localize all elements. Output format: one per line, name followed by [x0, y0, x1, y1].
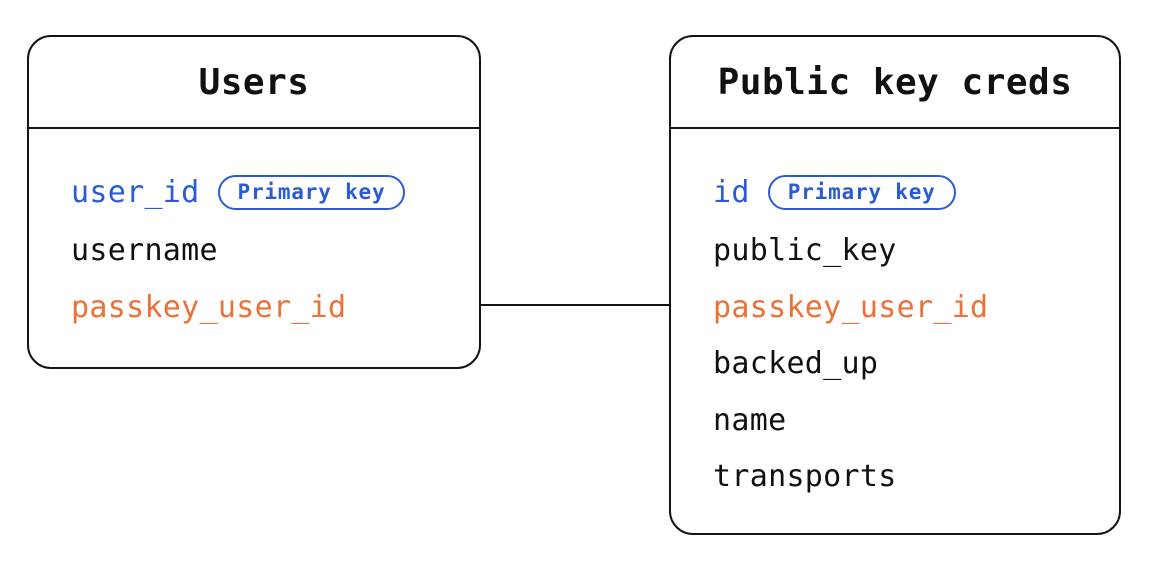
relationship-line: [481, 304, 669, 306]
field-name: public_key: [713, 232, 897, 268]
table-header: Public key creds: [671, 37, 1119, 129]
table-card-users: Users user_id Primary key username passk…: [27, 35, 481, 369]
field-name: user_id: [71, 174, 200, 210]
field-row: backed_up: [713, 344, 878, 382]
table-title: Public key creds: [717, 61, 1073, 103]
field-row: public_key: [713, 231, 897, 269]
field-name: backed_up: [713, 345, 879, 381]
table-title: Users: [198, 61, 310, 103]
field-name: passkey_user_id: [713, 289, 989, 325]
field-row: name: [713, 401, 786, 439]
field-row: id Primary key: [713, 173, 956, 211]
field-row: user_id Primary key: [71, 173, 406, 211]
field-name: username: [71, 232, 218, 268]
field-name: passkey_user_id: [71, 289, 347, 325]
table-header: Users: [29, 37, 479, 129]
field-row: username: [71, 231, 218, 269]
field-row: passkey_user_id: [71, 288, 346, 326]
table-card-public-key-creds: Public key creds id Primary key public_k…: [669, 35, 1121, 535]
primary-key-badge: Primary key: [217, 174, 406, 210]
field-name: transports: [713, 458, 897, 494]
primary-key-badge: Primary key: [767, 174, 956, 210]
field-name: id: [713, 174, 750, 210]
field-row: transports: [713, 457, 897, 495]
field-name: name: [713, 402, 787, 438]
field-row: passkey_user_id: [713, 288, 988, 326]
